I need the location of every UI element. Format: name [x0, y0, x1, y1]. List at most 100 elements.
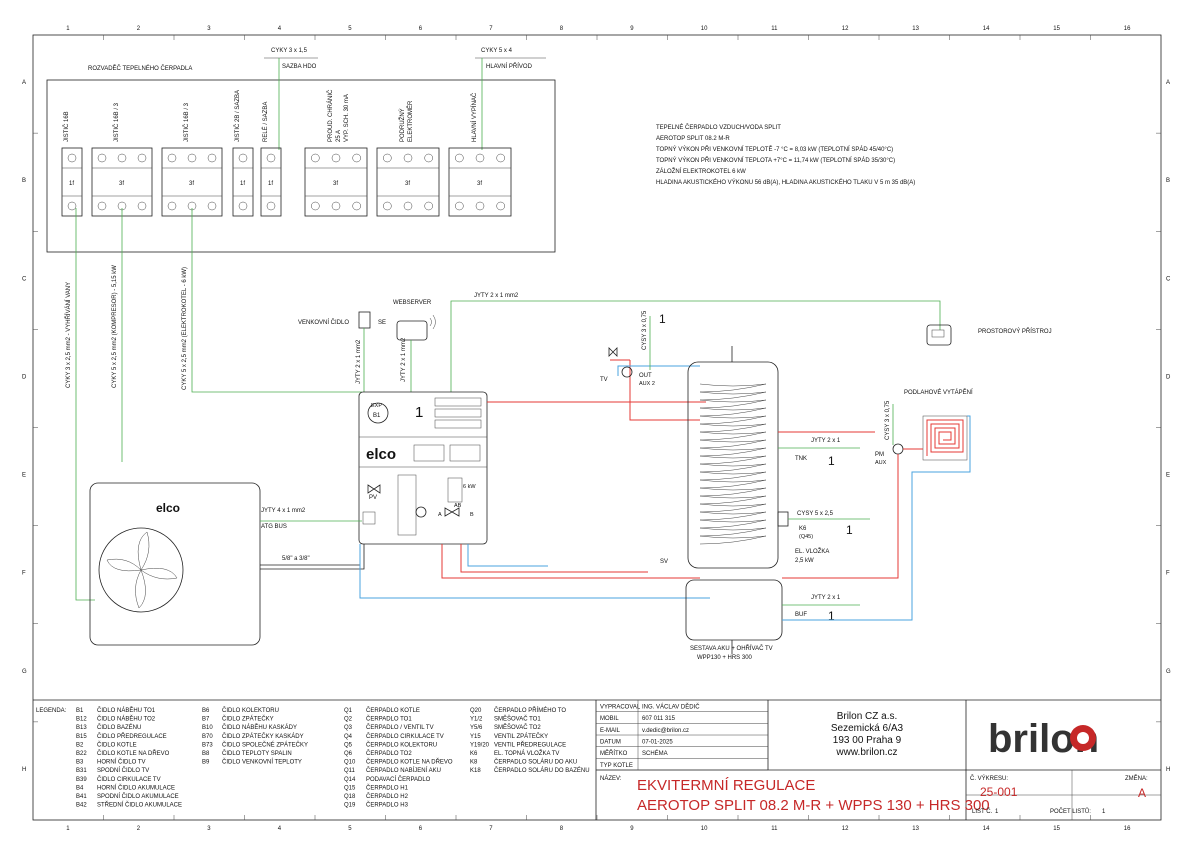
- spec-line: ZÁLOŽNÍ ELEKTROKOTEL 6 kW: [656, 167, 746, 175]
- grid-col-bottom: 6: [419, 826, 423, 832]
- title-row-value: 607 011 315: [642, 716, 676, 722]
- plate-exchanger: [397, 474, 417, 536]
- legend-code: Q3: [344, 725, 353, 731]
- grid-row-right: A: [1166, 80, 1170, 86]
- company-line: 193 00 Praha 9: [833, 735, 902, 746]
- legend-desc: VENTIL PŘEDREGULACE: [494, 740, 566, 748]
- legend-code: Q6: [344, 751, 353, 757]
- grid-row-left: G: [22, 669, 27, 675]
- spec-line: TOPNÝ VÝKON PŘI VENKOVNÍ TEPLOTA +7°C = …: [656, 156, 895, 164]
- legend-code: B9: [202, 760, 210, 766]
- legend-code: K8: [470, 760, 478, 766]
- legend-code: B10: [202, 725, 213, 731]
- grid-col-top: 4: [278, 26, 282, 32]
- tank-coil: [699, 383, 767, 545]
- grid-col-top: 8: [560, 26, 564, 32]
- legend-code: Q15: [344, 785, 356, 791]
- module-type: 3f: [477, 181, 482, 187]
- legend-code: Y1/2: [470, 717, 483, 723]
- jyty-top-cable: JYTY 2 x 1 mm2: [474, 293, 519, 299]
- grid-col-top: 14: [983, 26, 990, 32]
- diverter-valve: [444, 507, 460, 517]
- heater-kw: 6 kW: [463, 484, 476, 490]
- legend-code: Q20: [470, 708, 482, 714]
- legend-code: B41: [76, 794, 87, 800]
- el-vlozka-kw: 2,5 kW: [795, 558, 814, 564]
- atg-bus-label: ATG BUS: [261, 524, 287, 530]
- fan-circle: [98, 527, 184, 613]
- floor-coil: [926, 419, 964, 456]
- legend-code: Q11: [344, 768, 356, 774]
- legend-desc: ČERPADLO H2: [366, 793, 409, 800]
- grid-col-top: 7: [489, 26, 493, 32]
- legend-code: B8: [202, 751, 210, 757]
- legend-desc: ČIDLO ZPÁTEČKY: [222, 716, 274, 723]
- grid-row-right: H: [1166, 767, 1170, 773]
- legend-desc: ČERPADLO KOTLE: [366, 707, 420, 714]
- grid-row-right: C: [1166, 276, 1171, 282]
- tv-pump: [621, 366, 633, 378]
- module-type: 1f: [69, 181, 74, 187]
- webserver-label: WEBSERVER: [393, 300, 432, 306]
- legend-code: B31: [76, 768, 87, 774]
- cable-vertical-2: CYKY 5 x 2,5 mm2 (KOMPRESOR) - 5,15 kW: [112, 265, 118, 388]
- module-label: ELEKTROMĚR: [406, 100, 414, 142]
- k6-label: K6: [799, 526, 807, 532]
- cable-main: CYKY 5 x 4: [481, 48, 513, 54]
- title-row-label: TYP KOTLE: [600, 763, 633, 769]
- panel-box: [46, 79, 556, 253]
- legend-code: B39: [76, 777, 87, 783]
- legend-code: Y15: [470, 734, 481, 740]
- cysy-k6-cable: CYSY 5 x 2,5: [797, 511, 834, 517]
- legend-code: B13: [76, 725, 87, 731]
- module-type: 3f: [189, 181, 194, 187]
- jyty-bus-cable: JYTY 4 x 1 mm2: [261, 508, 306, 514]
- grid-row-left: A: [22, 80, 26, 86]
- grid-row-left: B: [22, 178, 26, 184]
- grid-col-bottom: 2: [137, 826, 141, 832]
- buffer-tank: [685, 579, 783, 641]
- floor-heating: [922, 415, 968, 461]
- cable-vertical-1: CYKY 3 x 2,5 mm2 - VYHŘÍVÁNÍ VANY: [64, 282, 72, 388]
- title-row-label: E-MAIL: [600, 728, 621, 734]
- tnk-label: TNK: [795, 456, 807, 462]
- legend-desc: ČIDLO CIRKULACE TV: [97, 776, 161, 783]
- grid-col-bottom: 15: [1053, 826, 1060, 832]
- valve-ab: AB: [454, 503, 462, 509]
- aux-label: AUX: [875, 460, 887, 466]
- indoor-unit: [358, 391, 488, 545]
- wifi-icon: [429, 314, 436, 330]
- cable-hdo: CYKY 3 x 1,5: [271, 48, 308, 54]
- grid-col-bottom: 9: [630, 826, 634, 832]
- sheets-value: 1: [1102, 809, 1106, 815]
- legend-desc: ČERPADLO TO1: [366, 716, 412, 723]
- legend-desc: ČERPADLO TO2: [366, 750, 412, 757]
- legend-desc: ČIDLO VENKOVNÍ TEPLOTY: [222, 759, 302, 766]
- legend-code: B15: [76, 734, 87, 740]
- legend-code: Q10: [344, 760, 356, 766]
- legend-code: B73: [202, 742, 213, 748]
- module-label: JISTIČ 2B / SAZBA: [234, 90, 241, 142]
- legend-desc: ČIDLO PŘEDREGULACE: [97, 732, 167, 740]
- module-type: 3f: [405, 181, 410, 187]
- grid-row-right: E: [1166, 473, 1170, 479]
- title-row-label: VYPRACOVAL: [600, 705, 641, 711]
- jyty-tnk-cable: JYTY 2 x 1: [811, 438, 841, 444]
- company-line: Sezemická 6/A3: [831, 723, 904, 734]
- legend-desc: ČIDLO SPOLEČNÉ ZPÁTEČKY: [222, 741, 308, 748]
- outdoor-sensor: [358, 311, 371, 329]
- unit-number: 1: [415, 404, 423, 421]
- pm-label: PM: [875, 452, 884, 458]
- pressure-valve: [367, 484, 381, 494]
- legend-desc: ČERPADLO KOTLE NA DŘEVO: [366, 758, 453, 766]
- title-row-label: MĚŘÍTKO: [600, 749, 628, 757]
- module-type: 1f: [268, 181, 273, 187]
